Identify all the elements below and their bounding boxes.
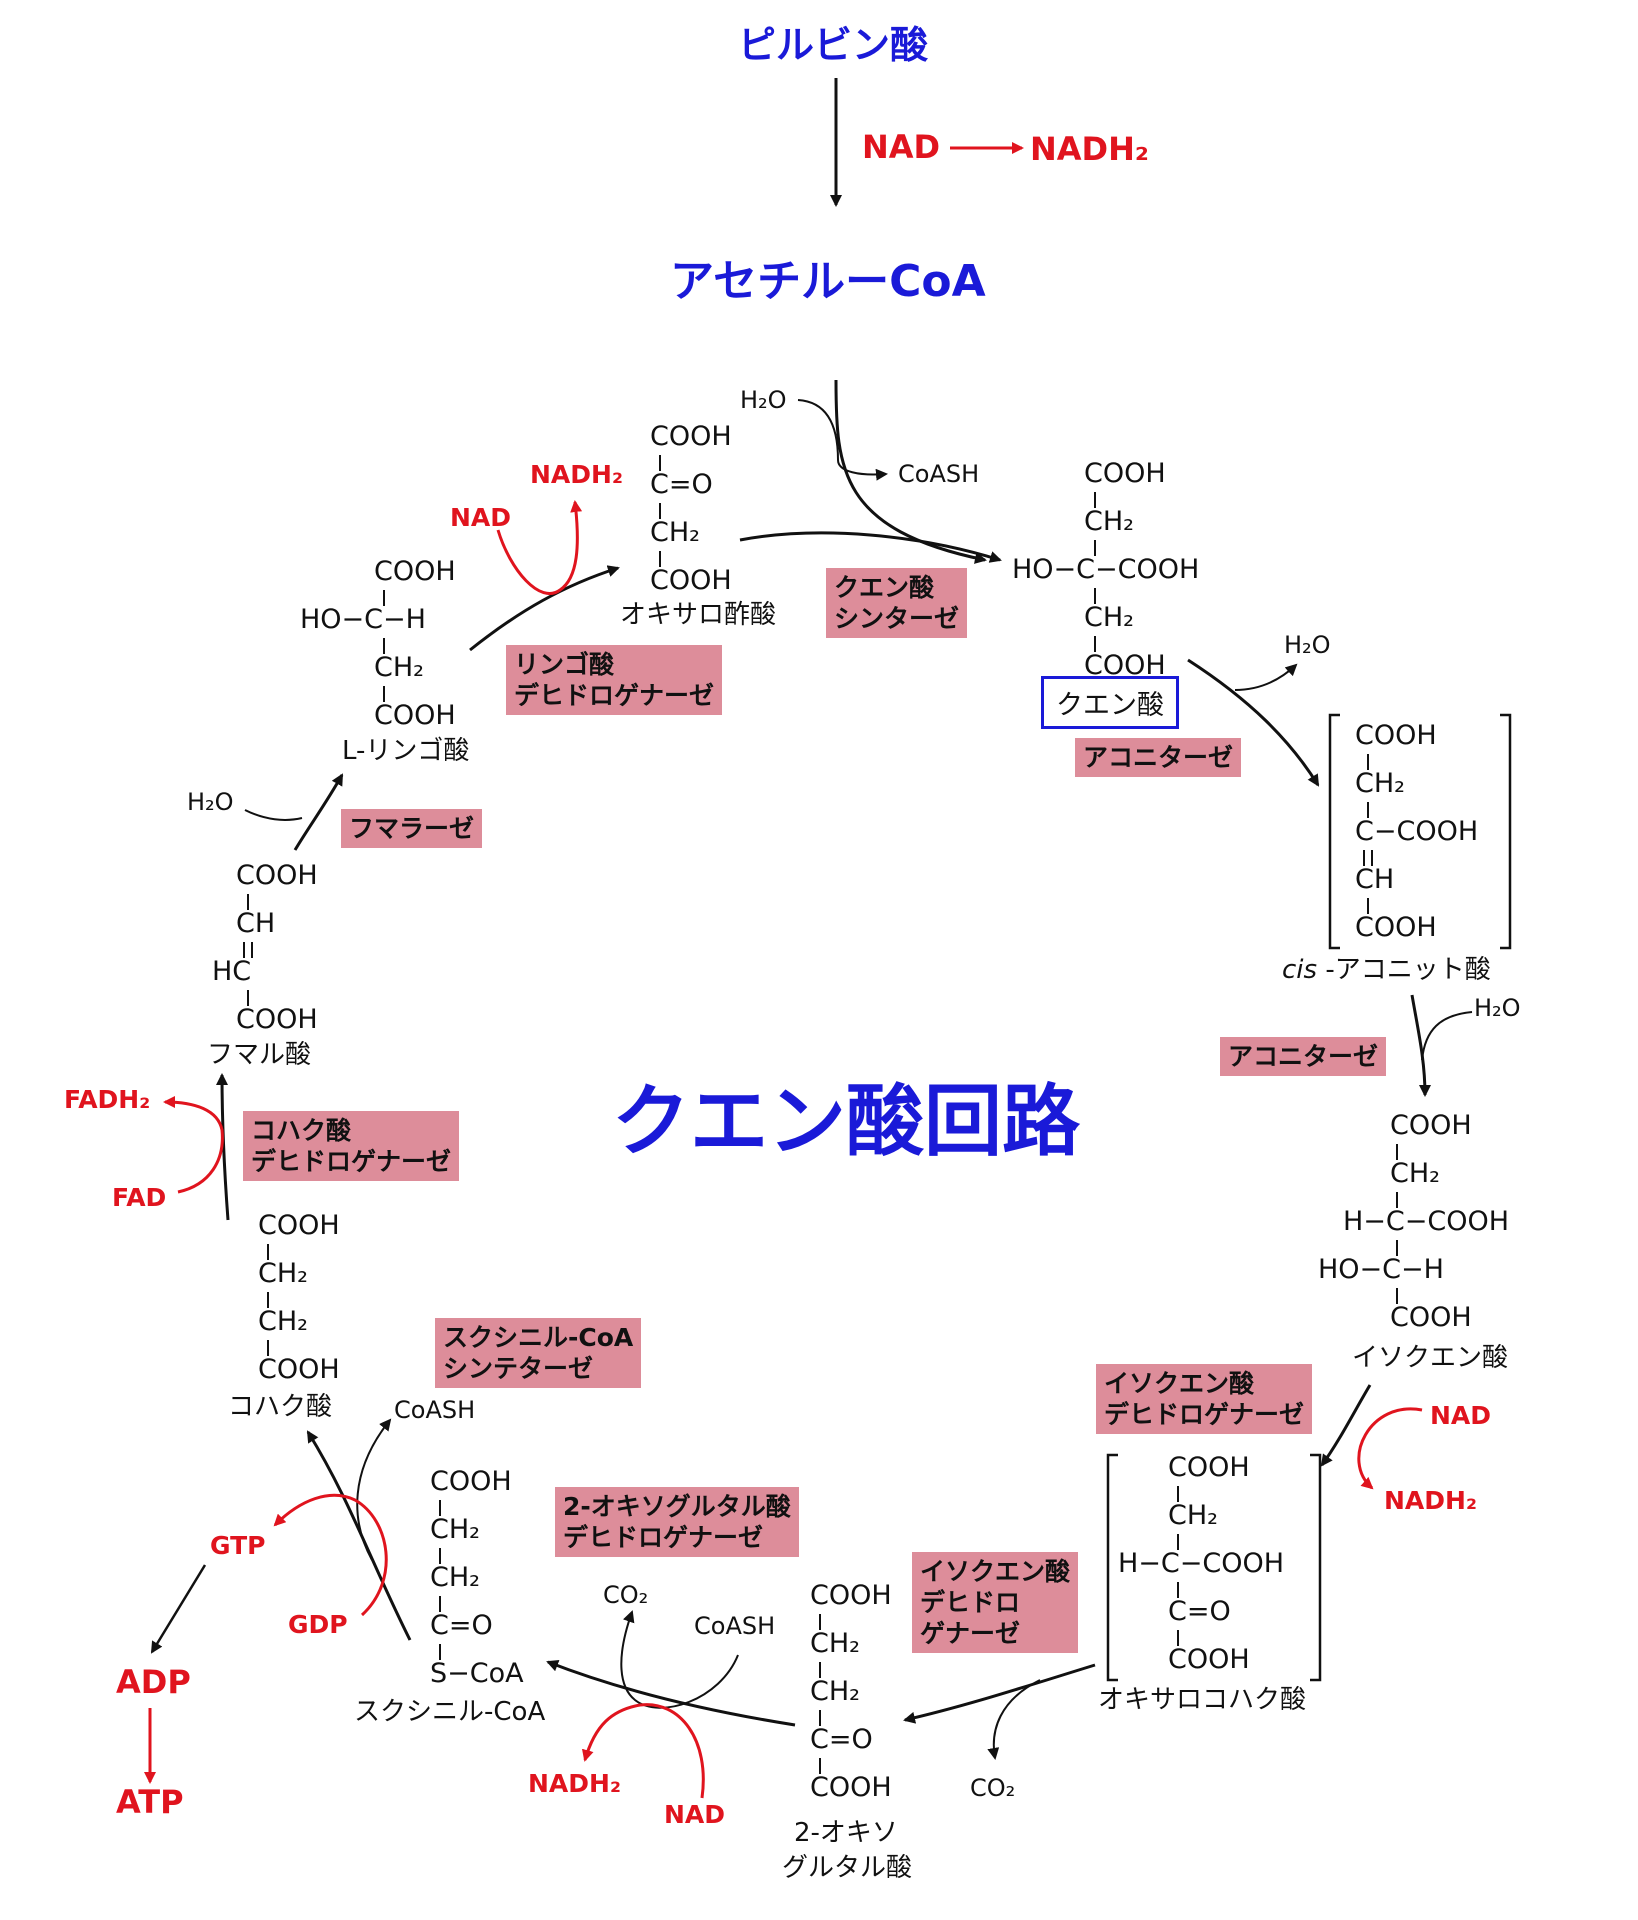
enzyme-succinyl-coa-synthetase: スクシニル-CoA シンテターゼ [435,1318,642,1388]
h2o-in-curve-2 [1421,1011,1473,1061]
fad-label: FAD [112,1183,167,1212]
gdp-gtp-curve [273,1493,388,1617]
coash-akgdh-label: CoASH [694,1612,776,1640]
enzyme-succinate-dehydrogenase: コハク酸 デヒドロゲナーゼ [243,1111,460,1181]
oxoglutarate-name-line2: グルタル酸 [782,1853,913,1883]
citrate-structure: COOH CH₂ HO−C−COOH CH₂ COOH [1012,458,1200,681]
oxalosuccinate-bracket-right [1310,1453,1322,1682]
h2o-aconitase-in-label: H₂O [1474,994,1521,1022]
cis-aconitate-structure: COOH CH₂ C−COOH CH COOH [1355,720,1479,943]
h2o-out-curve-1 [1234,663,1298,691]
succinyl-coa-name: スクシニル-CoA [354,1697,546,1727]
malate-to-oxaloacetate-arrow [469,565,620,652]
enzyme-aconitase-2: アコニターゼ [1220,1037,1387,1076]
oxaloacetate-structure: COOH C=O CH₂ COOH [650,421,732,596]
oxoglutarate-structure: COOH CH₂ CH₂ C=O COOH [810,1580,892,1803]
oxalosuccinate-name: オキサロコハク酸 [1098,1685,1307,1715]
citrate-to-cisaconitate-arrow [1187,658,1320,787]
cis-prefix: cis [1282,955,1318,985]
nad-mdh-label: NAD [450,503,512,532]
nad-nadh2-mdh-curve [496,500,583,595]
h2o-entry-curve [797,399,888,481]
cis-aconitate-name: cis -アコニット酸 [1282,955,1491,985]
co2-out-curve [987,1679,1041,1760]
h2o-fumarase-label: H₂O [187,788,234,816]
coash-co2-curve [620,1610,739,1709]
succinate-to-fumarate-arrow [216,1073,230,1221]
nadh2-label-top: NADH₂ [1030,130,1149,168]
cis-aconitate-bracket-left [1328,713,1340,950]
nadh2-mdh-label: NADH₂ [530,460,623,489]
nad-icdh-label: NAD [1430,1401,1492,1430]
oxaloacetate-name: オキサロ酢酸 [620,600,777,630]
enzyme-fumarase: フマラーゼ [341,809,483,848]
gtp-label: GTP [210,1531,266,1560]
cisaconitate-to-isocitrate-arrow [1410,994,1431,1097]
oxoglutarate-to-succinylcoa-arrow [546,1660,796,1727]
isocitrate-name: イソクエン酸 [1352,1343,1509,1373]
succinate-name: コハク酸 [228,1392,333,1422]
coash-entry-label: CoASH [898,460,980,488]
oxalosuccinate-to-oxoglutarate-arrow [903,1663,1096,1724]
succinate-structure: COOH CH₂ CH₂ COOH [258,1210,340,1385]
oxoglutarate-name-line1: 2-オキソ [794,1818,898,1848]
nadh2-icdh-label: NADH₂ [1384,1486,1477,1515]
enzyme-isocitrate-dehydrogenase-1: イソクエン酸 デヒドロゲナーゼ [1096,1364,1313,1434]
nad-nadh2-icdh-curve [1357,1407,1423,1490]
oxalosuccinate-structure: COOH CH₂ H−C−COOH C=O COOH [1118,1452,1285,1675]
malate-name: L-リンゴ酸 [342,736,470,766]
nad-label-top: NAD [862,128,941,166]
h2o-aconitase-out-label: H₂O [1284,631,1331,659]
succinyl-coa-structure: COOH CH₂ CH₂ C=O S−CoA [430,1466,524,1689]
nad-akgdh-label: NAD [664,1800,726,1829]
enzyme-oxoglutarate-dehydrogenase: 2-オキソグルタル酸 デヒドロゲナーゼ [555,1487,799,1557]
enzyme-aconitase-1: アコニターゼ [1075,738,1242,777]
co2-akgdh-label: CO₂ [603,1581,649,1609]
isocitrate-structure: COOH CH₂ H−C−COOH HO−C−H COOH [1318,1110,1510,1333]
oxalosuccinate-bracket-left [1106,1453,1118,1682]
nadh2-akgdh-label: NADH₂ [528,1769,621,1798]
h2o-fumarase-curve [244,809,303,821]
gtp-adp-arrow [150,1564,207,1654]
adp-label: ADP [116,1663,191,1701]
enzyme-malate-dehydrogenase: リンゴ酸 デヒドロゲナーゼ [506,645,723,715]
citrate-name-box: クエン酸 [1041,676,1179,729]
enzyme-citrate-synthase: クエン酸 シンターゼ [826,568,968,638]
coash-out-curve [356,1418,392,1561]
gdp-label: GDP [288,1610,348,1639]
fad-fadh2-curve [163,1096,224,1194]
molecule-bonds [243,455,1398,1774]
fadh2-label: FADH₂ [64,1085,151,1114]
malate-structure: COOH HO−C−H CH₂ COOH [300,556,456,731]
acetyl-coa-entry-arrow [834,379,987,564]
acetyl-coa-label: アセチルーCoA [670,256,986,307]
pyruvate-label: ピルビン酸 [738,23,929,67]
atp-label: ATP [116,1783,184,1821]
oxaloacetate-to-citrate-arrow [739,531,1002,563]
succinylcoa-to-succinate-arrow [306,1430,412,1641]
fumarate-to-malate-arrow [293,773,344,851]
diagram-title: クエン酸回路 [612,1077,1081,1167]
enzyme-isocitrate-dehydrogenase-2: イソクエン酸 デヒドロ ゲナーゼ [912,1552,1079,1653]
fumarate-name: フマル酸 [207,1040,312,1070]
isocitrate-to-oxalosuccinate-arrow [1320,1384,1372,1467]
fumarate-structure: COOH CH HC COOH [212,860,318,1035]
cis-aconitate-bracket-right [1500,713,1512,950]
nad-nadh2-akgdh-curve [581,1703,705,1799]
co2-oxalosuccinate-label: CO₂ [970,1774,1016,1802]
h2o-entry-label: H₂O [740,386,787,414]
coash-succinyl-label: CoASH [394,1396,476,1424]
